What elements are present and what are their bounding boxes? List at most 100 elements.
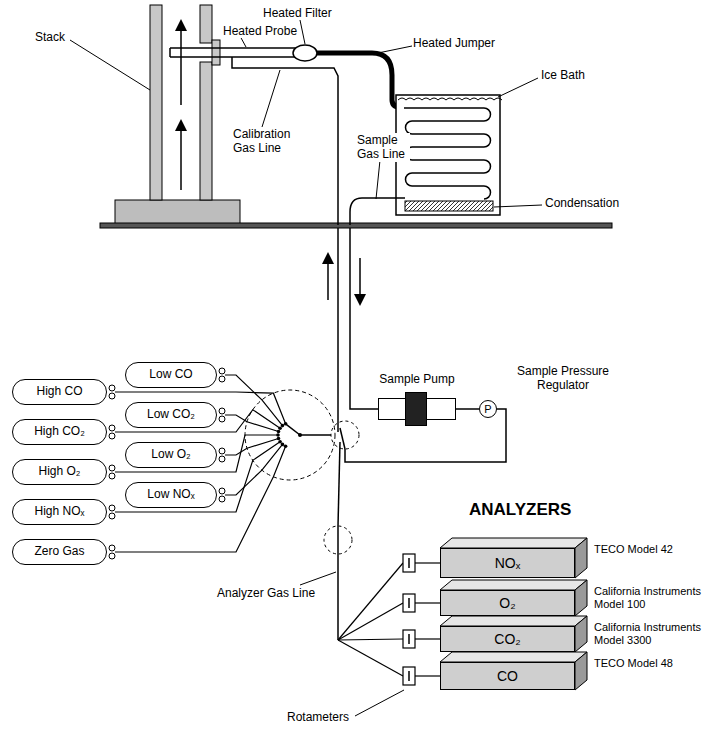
selector-contact [278,427,282,431]
illustration-part [404,108,491,199]
illustration-part [498,78,538,97]
illustration-part [340,428,345,449]
rotameter-tube [408,598,410,608]
illustration-part [70,40,150,90]
illustration-part [350,198,405,225]
part-label: Rotameters [286,710,350,724]
illustration-part [170,47,296,49]
rotameter [403,630,415,648]
cylinder-valve [109,513,115,519]
calibration-gas-line [225,375,283,426]
gas-cylinder: Low O₂ [125,442,217,468]
selector-contact [277,430,281,434]
analyzer-top [440,538,587,548]
part-label: Stack [34,30,66,44]
part-label: Ice Bath [540,68,586,82]
illustration-part [376,160,380,199]
rotameter-tube [408,558,410,568]
selector-contact [284,444,288,448]
node-label: Sample Pump [379,373,454,387]
illustration-part [337,554,339,640]
cylinder-valve [109,385,115,391]
cylinder-valve [109,425,115,431]
illustration-part [115,200,240,225]
selector-contact [281,443,285,447]
analyzer-gas-line [338,603,403,640]
part-label: Calibration Gas Line [232,127,310,156]
node-label: Low NOₓ [147,488,194,502]
calibration-gas-line [225,439,279,456]
gas-cylinder: Zero Gas [12,539,107,565]
selector-contact [276,433,280,437]
illustration-part [180,25,182,105]
rotameter-tube [408,634,410,644]
analyzer-gas-line [415,602,440,603]
gas-line [456,408,479,410]
part-label: Sample Gas Line [356,133,410,162]
analyzer-box: CO₂California Instruments Model 3300 [440,626,575,652]
illustration-part [338,442,340,526]
node-label: High CO [36,385,82,399]
cylinder-valve [219,496,225,502]
selector-contact [277,437,281,441]
cylinder-valve [109,545,115,551]
cylinder-valve [219,456,225,462]
rotameter [403,667,415,685]
sample-pump: Sample Pump [378,398,456,420]
illustration-part [100,223,612,228]
selector-contact [281,424,285,428]
illustration-part [200,62,212,200]
analyzer-gas-line [338,639,403,640]
cylinder-valve [219,368,225,374]
illustration-part [300,20,305,44]
analyzer-gas-line [338,640,403,676]
analyzer-gas-line [415,675,440,676]
analyzer-gas-line [415,638,440,639]
illustration-part [170,56,296,58]
rotameter-tube [408,671,410,681]
node-label: Low CO₂ [147,408,195,422]
cylinder-valve [109,465,115,471]
node-caption: California Instruments Model 100 [594,585,718,610]
illustration-part [300,572,336,585]
analyzer-box: NOₓTECO Model 42 [440,548,575,578]
analyzer-box: O₂California Instruments Model 100 [440,590,575,616]
analyzer-gas-line [338,563,403,640]
illustration-part [398,98,502,100]
selector-pivot [298,433,302,437]
node-label: NOₓ [495,555,521,571]
analyzer-side [575,538,587,578]
gas-cylinder: High NOₓ [12,499,107,525]
illustration-part [150,5,162,200]
illustration-part [317,53,404,108]
part-label: ANALYZERS [468,500,572,520]
illustration-part [337,421,339,432]
analyzer-side [575,580,587,616]
illustration-part [378,46,412,53]
pump-motor [405,392,427,426]
illustration-part [355,690,404,716]
gas-cylinder: High CO [12,379,107,405]
cylinder-valve [219,416,225,422]
illustration-part [169,48,171,57]
cylinder-valve [109,393,115,399]
cylinder-valve [109,505,115,511]
calibration-gas-line [225,444,283,495]
illustration-part [300,434,331,436]
node-label: High CO₂ [34,425,85,439]
gas-cylinder: Low CO [125,362,217,388]
node-caption: Sample Pressure Regulator [508,365,618,393]
analyzer-top [440,616,587,626]
cylinder-valve [219,448,225,454]
illustration-part [200,5,212,43]
node-label: Zero Gas [34,545,84,559]
part-label: Heated Jumper [412,36,496,50]
gas-cylinder: High O₂ [12,459,107,485]
node-label: High O₂ [38,465,80,479]
illustration-part [109,368,587,690]
illustration-part [232,57,338,225]
cylinder-valve [109,473,115,479]
cylinder-valve [219,376,225,382]
node-label: O₂ [499,595,515,611]
analyzer-side [575,652,587,690]
